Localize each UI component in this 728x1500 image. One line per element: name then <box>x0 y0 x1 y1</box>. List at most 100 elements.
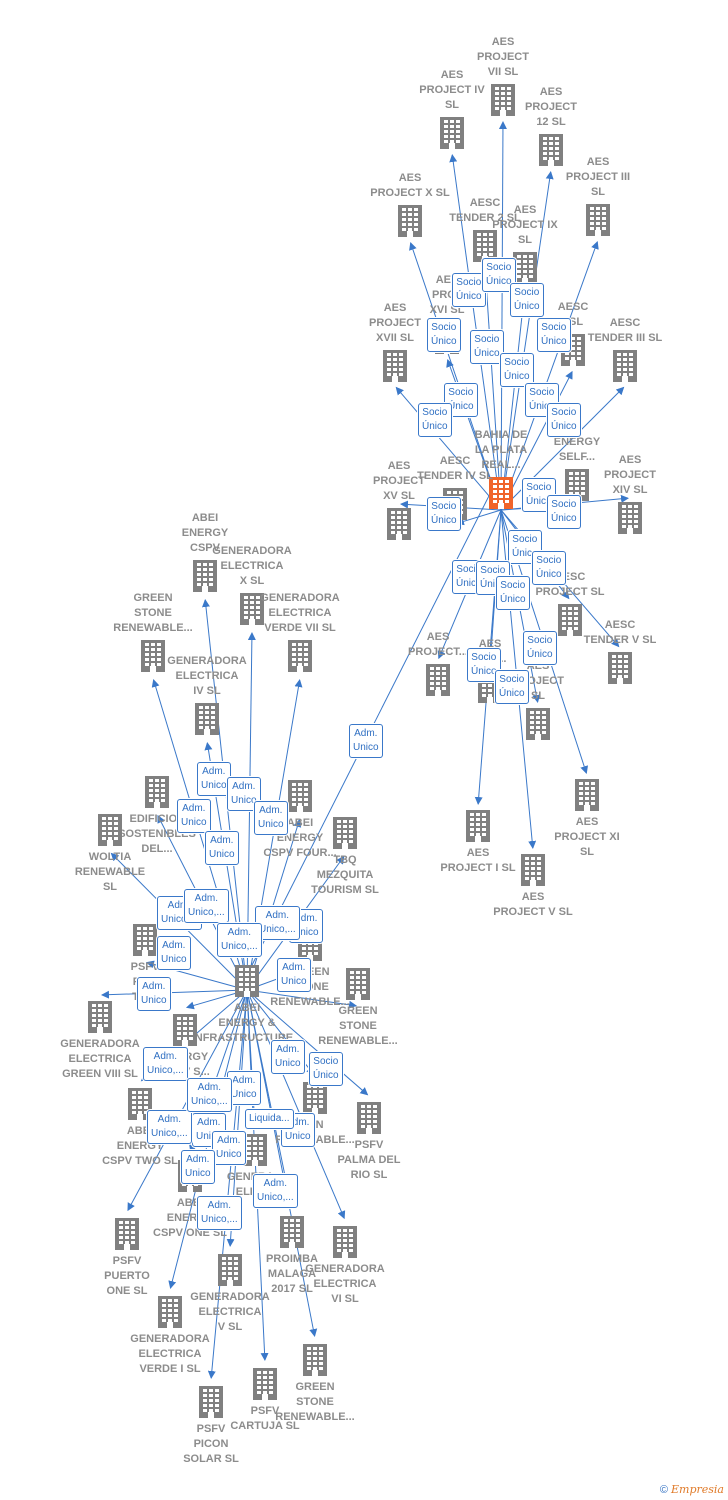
building-icon <box>173 1014 197 1046</box>
relation-label-socio-unico[interactable]: Socio Único <box>547 403 581 437</box>
company-name: GENERADORA ELECTRICA VERDE VII SL <box>260 592 340 634</box>
relation-label-socio-unico[interactable]: Socio Único <box>523 631 557 665</box>
relation-label-socio-unico[interactable]: Socio Único <box>418 403 452 437</box>
relation-label-socio-unico[interactable]: Socio Único <box>525 383 559 417</box>
relation-label-liquidador[interactable]: Liquida... <box>245 1109 294 1129</box>
company-node[interactable]: GREEN STONE RENEWABLE... <box>298 965 418 1049</box>
relation-label-socio-unico[interactable]: Socio Único <box>500 353 534 387</box>
company-node[interactable]: AESC TENDER III SL <box>565 316 685 383</box>
company-node[interactable]: AES PROJECT XVII SL <box>335 301 455 383</box>
company-node[interactable]: GENERADORA ELECTRICA X SL <box>192 544 312 626</box>
relation-label-adm-unico[interactable]: Adm. Unico <box>212 1131 246 1165</box>
relation-label-adm-unico[interactable]: Adm. Unico <box>254 801 288 835</box>
company-node[interactable]: AES PROJECT XIV SL <box>570 453 690 535</box>
company-node[interactable]: AES PROJECT IX SL <box>465 203 585 285</box>
relation-label-socio-unico[interactable]: Socio Único <box>467 648 501 682</box>
company-node[interactable]: AESC TENDER 2 SL <box>425 196 545 263</box>
company-node[interactable]: WOLTIA RENEWABLE SL <box>50 811 170 895</box>
relation-label-adm-unico[interactable]: Adm. Unico <box>181 1150 215 1184</box>
company-node[interactable]: TBQ MEZQUITA TOURISM SL <box>285 814 405 898</box>
company-name: PSFV PUERTO ONE SL <box>104 1255 150 1297</box>
brand-logo[interactable]: Empresia <box>671 1483 724 1496</box>
relation-label-adm-unico[interactable]: Adm. Unico,... <box>147 1110 192 1144</box>
company-node[interactable]: AES PROJECT V SL <box>473 851 593 920</box>
company-name: GENERADORA ELECTRICA VI SL <box>305 1263 385 1305</box>
company-name: AES PROJECT I SL <box>440 847 516 874</box>
relation-label-adm-unico[interactable]: Adm. Unico <box>205 831 239 865</box>
company-node[interactable]: PSFV CARTUJA SL <box>205 1365 325 1434</box>
relation-label-socio-unico[interactable]: Socio Único <box>427 318 461 352</box>
company-node[interactable]: PROIMBA MALAGA 2017 SL <box>232 1213 352 1297</box>
building-icon <box>613 350 637 382</box>
company-node[interactable]: EDIFICIOS SOSTENIBLES DEL... <box>97 773 217 857</box>
relation-label-adm-unico[interactable]: Adm. Unico,... <box>253 1174 298 1208</box>
ownership-edge <box>498 120 507 511</box>
company-name: AES PROJECT XVII SL <box>369 302 421 344</box>
relation-label-adm-unico[interactable]: Adm. Unico <box>157 936 191 970</box>
relation-label-adm-unico[interactable]: Adm. Unico <box>137 977 171 1011</box>
company-node[interactable]: ABEI ENERGY CSPV FOUR... <box>240 777 360 861</box>
company-node[interactable]: AES PROJECT IV SL <box>392 68 512 150</box>
building-icon <box>88 1001 112 1033</box>
company-node[interactable]: AES PROJECT VII SL <box>443 35 563 117</box>
relation-label-adm-unico[interactable]: Adm. Unico <box>349 724 383 758</box>
company-node[interactable]: AES PROJECT 12 SL <box>491 85 611 167</box>
company-name: AES PROJECT IX SL <box>492 204 558 246</box>
company-node[interactable]: PSFV PALMA DEL RIO SL <box>309 1099 429 1183</box>
company-node[interactable]: AES PROJECT... <box>378 630 498 697</box>
relation-label-socio-unico[interactable]: Socio Único <box>482 258 516 292</box>
building-icon <box>303 1344 327 1376</box>
relation-label-socio-unico[interactable]: Socio Único <box>470 330 504 364</box>
relation-label-socio-unico[interactable]: Socio Único <box>452 273 486 307</box>
building-icon <box>491 84 515 116</box>
relation-label-adm-unico[interactable]: Adm. Unico <box>227 1071 261 1105</box>
relation-label-adm-unico[interactable]: Adm. Unico,... <box>187 1078 232 1112</box>
relation-label-socio-unico[interactable]: Socio Único <box>495 670 529 704</box>
relation-label-socio-unico[interactable]: Socio Único <box>547 495 581 529</box>
relation-label-adm-unico[interactable]: Adm. Unico <box>277 958 311 992</box>
company-node[interactable]: GREEN STONE RENEWABLE... <box>93 591 213 673</box>
company-name: GREEN STONE RENEWABLE... <box>275 1381 355 1423</box>
relation-label-socio-unico[interactable]: Socio Único <box>532 551 566 585</box>
company-node[interactable]: GENERADORA ELECTRICA IV SL <box>147 654 267 736</box>
relation-label-adm-unico[interactable]: Adm. Unico,... <box>143 1047 188 1081</box>
building-icon <box>346 968 370 1000</box>
footer-credit: © Empresia <box>660 1483 724 1496</box>
company-node[interactable]: GENERADORA ELECTRICA VI SL <box>285 1223 405 1307</box>
company-node[interactable]: AES PROJECT I SL <box>418 807 538 876</box>
company-node[interactable]: GENERADORA ELECTRICA V SL <box>170 1251 290 1335</box>
relation-label-adm-unico[interactable]: Adm. Unico,... <box>255 906 300 940</box>
relation-label-adm-unico[interactable]: Adm. Unico,... <box>184 889 229 923</box>
ownership-edge <box>500 288 529 511</box>
relation-label-socio-unico[interactable]: Socio Único <box>309 1052 343 1086</box>
company-node[interactable]: PSFV PICON SOLAR SL <box>151 1383 271 1467</box>
company-node[interactable]: GREEN STONE RENEWABLE... <box>255 1341 375 1425</box>
relation-label-socio-unico[interactable]: Socio Único <box>510 283 544 317</box>
relation-label-socio-unico[interactable]: Socio Único <box>496 576 530 610</box>
building-icon <box>466 810 490 842</box>
building-icon <box>357 1102 381 1134</box>
company-node[interactable]: AES PROJECT X SL <box>350 171 470 238</box>
company-node[interactable]: PSFV PUERTO ONE SL <box>67 1215 187 1299</box>
company-name: AES PROJECT XI SL <box>554 816 620 858</box>
company-node[interactable]: AES PROJECT III SL <box>538 155 658 237</box>
company-node[interactable]: AESC TENDER V SL <box>560 618 680 685</box>
relation-label-adm-unico[interactable]: Adm. Unico <box>197 762 231 796</box>
company-node[interactable]: GENERADORA ELECTRICA VERDE I SL <box>110 1293 230 1377</box>
relation-label-adm-unico[interactable]: Adm. Unico <box>271 1040 305 1074</box>
relation-label-socio-unico[interactable]: Socio Único <box>427 497 461 531</box>
company-node-bahia[interactable]: BAHIA DE LA PLATA REAL... <box>441 428 561 510</box>
relation-label-adm-unico[interactable]: Adm. Unico <box>177 799 211 833</box>
company-node[interactable]: GENERADORA ELECTRICA GREEN VIII SL <box>40 998 160 1082</box>
relation-label-adm-unico[interactable]: Adm. Unico,... <box>197 1196 242 1230</box>
company-name: GENERADORA ELECTRICA V SL <box>190 1291 270 1333</box>
relation-label-adm-unico[interactable]: Adm. Unico <box>281 1113 315 1147</box>
company-name: WOLTIA RENEWABLE SL <box>74 851 146 893</box>
company-node[interactable]: AES PROJECT XI SL <box>527 776 647 860</box>
relation-label-adm-unico[interactable]: Adm. Unico,... <box>217 923 262 957</box>
relation-label-socio-unico[interactable]: Socio Único <box>537 318 571 352</box>
company-node[interactable]: GENERADORA ELECTRICA VERDE VII SL <box>240 591 360 673</box>
company-node[interactable]: AES PROJECT XV SL <box>339 459 459 541</box>
ownership-edge <box>246 989 369 1096</box>
company-node[interactable]: ABEI ENERGY CSPV <box>145 511 265 593</box>
